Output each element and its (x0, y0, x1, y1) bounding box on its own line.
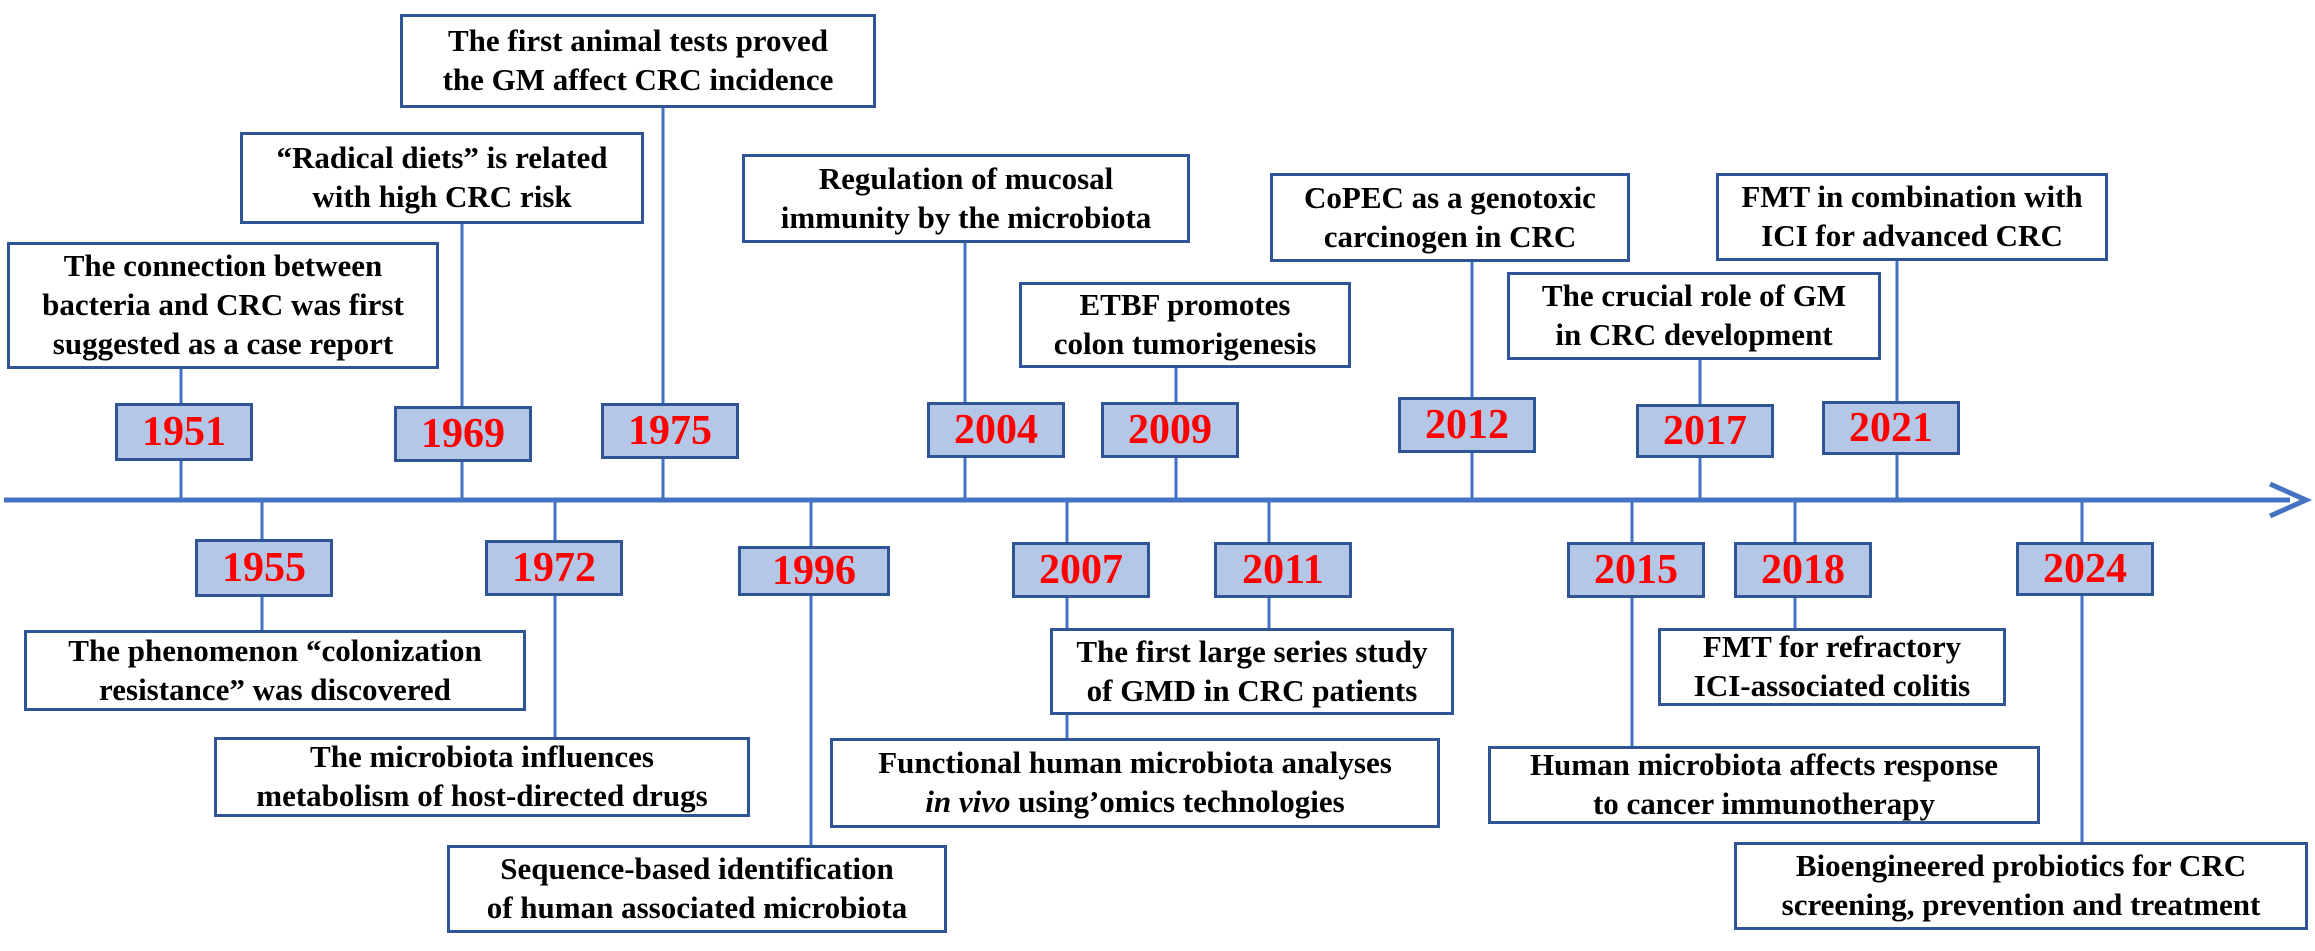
event-line: with high CRC risk (312, 179, 572, 214)
year-box-2024: 2024 (2016, 542, 2154, 596)
event-line: “Radical diets” is related (276, 140, 608, 176)
year-box-2009: 2009 (1101, 402, 1239, 458)
event-line: ETBF promotes (1079, 287, 1291, 323)
event-line: in vivo using’omics technologies (925, 784, 1345, 819)
event-line: The crucial role of GM (1541, 278, 1847, 314)
event-line: the GM affect CRC incidence (442, 62, 834, 97)
event-line: carcinogen in CRC (1323, 218, 1577, 254)
year-box-2004: 2004 (927, 402, 1065, 458)
event-box-2011: The first large series study of GMD in C… (1050, 628, 1454, 715)
event-line: to cancer immunotherapy (1592, 786, 1936, 821)
event-box-2021: FMT in combination with ICI for advanced… (1716, 173, 2108, 261)
event-line: Functional human microbiota analyses (878, 745, 1392, 781)
event-box-2024: Bioengineered probiotics for CRC screeni… (1734, 842, 2308, 930)
year-box-2021: 2021 (1822, 401, 1960, 455)
event-line: metabolism of host-directed drugs (256, 778, 708, 813)
event-box-2004: Regulation of mucosal immunity by the mi… (742, 154, 1190, 243)
event-line: resistance” was discovered (99, 671, 451, 707)
event-line: The phenomenon “colonization (68, 632, 482, 668)
year-box-1975: 1975 (601, 403, 739, 459)
year-box-2015: 2015 (1567, 542, 1705, 598)
year-box-1955: 1955 (195, 539, 333, 597)
event-line: Bioengineered probiotics for CRC (1795, 848, 2247, 884)
event-line: of human associated microbiota (486, 890, 908, 925)
year-box-2011: 2011 (1214, 542, 1352, 598)
year-box-2007: 2007 (1012, 542, 1150, 598)
event-box-2012: CoPEC as a genotoxic carcinogen in CRC (1270, 173, 1630, 262)
event-line: CoPEC as a genotoxic (1304, 179, 1596, 215)
event-line: ICI-associated colitis (1693, 668, 1971, 703)
event-line: FMT in combination with (1741, 179, 2083, 215)
event-box-2009: ETBF promotes colon tumorigenesis (1019, 282, 1351, 368)
timeline-arrowhead (2268, 481, 2313, 519)
event-line: The microbiota influences (310, 739, 654, 775)
event-box-1975: The first animal tests proved the GM aff… (400, 14, 876, 108)
event-line: bacteria and CRC was first (42, 287, 404, 323)
event-line: FMT for refractory (1702, 629, 1962, 665)
year-box-1972: 1972 (485, 540, 623, 596)
event-line: The first animal tests proved (447, 23, 829, 59)
year-box-2018: 2018 (1734, 542, 1872, 598)
event-line: colon tumorigenesis (1053, 326, 1317, 361)
year-box-1996: 1996 (738, 546, 890, 596)
event-box-2017: The crucial role of GM in CRC developmen… (1507, 272, 1881, 360)
event-line: in CRC development (1555, 317, 1833, 352)
event-line: of GMD in CRC patients (1086, 672, 1418, 708)
event-line: Human microbiota affects response (1529, 747, 1999, 783)
event-box-1951: The connection between bacteria and CRC … (7, 242, 439, 369)
year-box-2017: 2017 (1636, 404, 1774, 458)
year-box-2012: 2012 (1398, 397, 1536, 453)
event-line: Sequence-based identification (500, 851, 894, 887)
event-box-1972: The microbiota influences metabolism of … (214, 737, 750, 817)
event-box-2018: FMT for refractory ICI-associated coliti… (1658, 628, 2006, 706)
event-line: immunity by the microbiota (780, 199, 1152, 235)
event-line: Regulation of mucosal (818, 160, 1114, 196)
event-line: suggested as a case report (52, 325, 394, 361)
year-box-1969: 1969 (394, 406, 532, 462)
event-line: screening, prevention and treatment (1781, 887, 2261, 922)
event-box-1996: Sequence-based identification of human a… (447, 845, 947, 933)
event-line: The connection between (63, 248, 383, 284)
event-line: ICI for advanced CRC (1761, 218, 2063, 253)
event-box-1969: “Radical diets” is related with high CRC… (240, 132, 644, 224)
event-line: The first large series study (1076, 633, 1428, 669)
event-box-1955: The phenomenon “colonization resistance”… (24, 630, 526, 711)
event-box-2015: Human microbiota affects response to can… (1488, 746, 2040, 824)
event-box-2007: Functional human microbiota analyses in … (830, 738, 1440, 828)
year-box-1951: 1951 (115, 403, 253, 461)
